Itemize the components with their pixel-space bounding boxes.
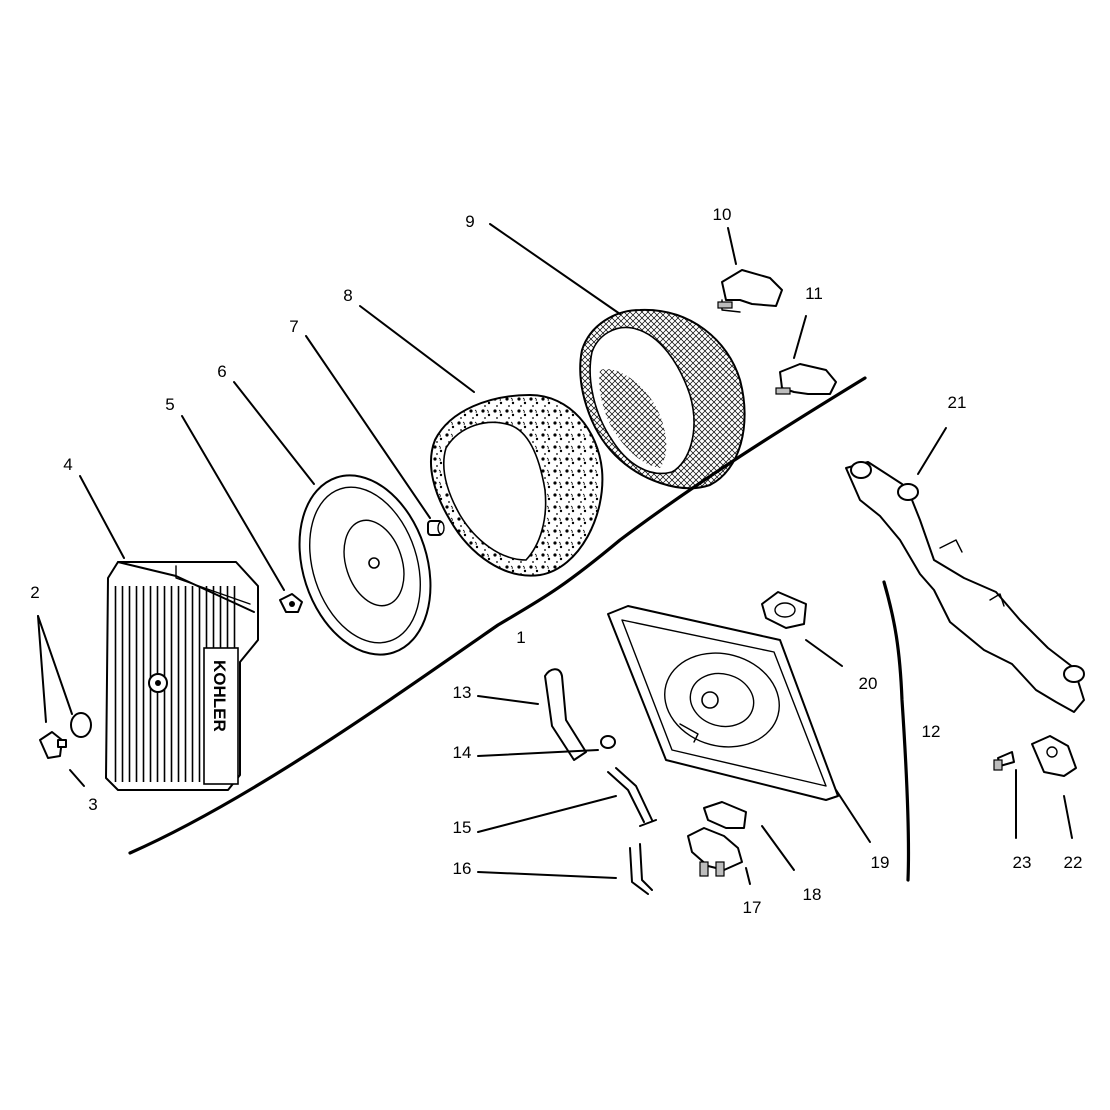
callout-20: 20 (859, 674, 878, 693)
intake-manifold (845, 461, 1085, 713)
pre-cleaner-foam (429, 393, 604, 577)
callout-12: 12 (922, 722, 941, 741)
callout-1: 1 (516, 628, 525, 647)
spacer (427, 520, 445, 536)
callout-15: 15 (453, 818, 472, 837)
air-cleaner-base (607, 605, 839, 801)
callout-19: 19 (871, 853, 890, 872)
callout-9: 9 (465, 212, 474, 231)
bracket-11 (775, 363, 837, 395)
callout-5: 5 (165, 395, 174, 414)
callout-22: 22 (1064, 853, 1083, 872)
callout-2: 2 (30, 583, 39, 602)
callout-7: 7 (289, 317, 298, 336)
callout-17: 17 (743, 898, 762, 917)
air-cleaner-cover: KOHLER (105, 561, 259, 791)
wing-nut-5 (279, 593, 303, 613)
breather-bracket (703, 801, 747, 829)
callout-4: 4 (63, 455, 72, 474)
manifold-gasket (1031, 735, 1077, 777)
callout-23: 23 (1013, 853, 1032, 872)
wing-nut-part (39, 731, 67, 759)
element-cover-plate (298, 474, 432, 656)
callout-16: 16 (453, 859, 472, 878)
callout-18: 18 (803, 885, 822, 904)
divider-line (128, 376, 867, 855)
callout-10: 10 (713, 205, 732, 224)
breather-assembly (687, 827, 743, 877)
cover-logo: KOHLER (210, 660, 229, 732)
callout-13: 13 (453, 683, 472, 702)
hose-16 (629, 843, 653, 895)
gasket (761, 591, 807, 629)
callout-14: 14 (453, 743, 472, 762)
manifold-bolt (993, 751, 1015, 771)
callout-8: 8 (343, 286, 352, 305)
leader-lines (37, 223, 1073, 885)
bracket-10 (717, 269, 783, 313)
callout-11: 11 (805, 284, 823, 303)
callout-6: 6 (217, 362, 226, 381)
washer-part (70, 712, 92, 738)
paper-element (579, 308, 746, 490)
hose-15 (607, 767, 657, 827)
callout-3: 3 (88, 795, 97, 814)
hose-clamp (600, 735, 616, 749)
part-12-bracket (882, 580, 911, 882)
callout-labels: 1 2 3 4 5 6 7 8 9 10 11 12 13 14 15 16 1… (30, 205, 1082, 917)
callout-21: 21 (948, 393, 967, 412)
breather-hose (544, 668, 587, 761)
